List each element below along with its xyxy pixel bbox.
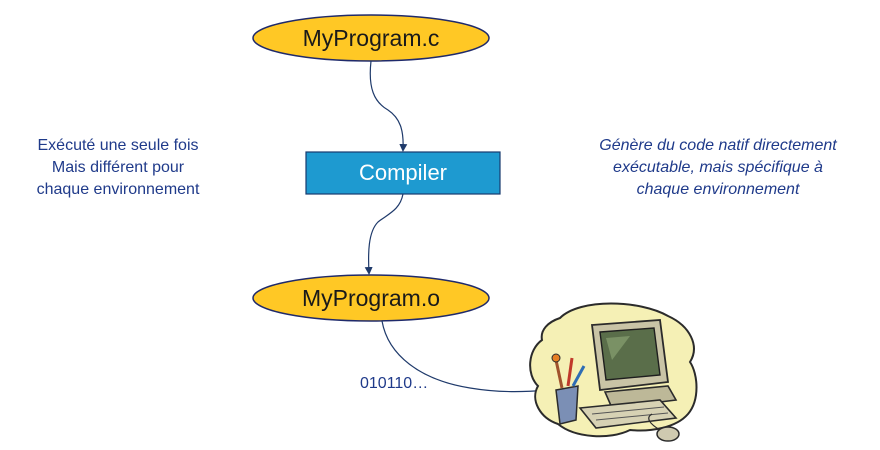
left-note: Exécuté une seule fois Mais différent po… <box>2 135 234 201</box>
connector-source-to-compiler <box>369 60 408 152</box>
left-note-line: Exécuté une seule fois <box>37 137 199 154</box>
connector-compiler-to-object <box>364 193 404 275</box>
binary-output-label: 010110… <box>360 375 429 392</box>
right-note: Génère du code natif directement exécuta… <box>548 135 880 201</box>
left-note-line: Mais différent pour <box>51 159 185 176</box>
right-note-line: chaque environnement <box>636 181 800 198</box>
source-node <box>252 14 490 62</box>
right-note-line: Génère du code natif directement <box>599 137 837 154</box>
right-note-line: exécutable, mais spécifique à <box>613 159 823 176</box>
computer-clipart-icon <box>529 302 698 442</box>
object-node <box>252 274 490 322</box>
left-note-line: chaque environnement <box>36 181 200 198</box>
connector-object-to-computer <box>381 320 550 395</box>
compiler-node <box>305 151 501 195</box>
